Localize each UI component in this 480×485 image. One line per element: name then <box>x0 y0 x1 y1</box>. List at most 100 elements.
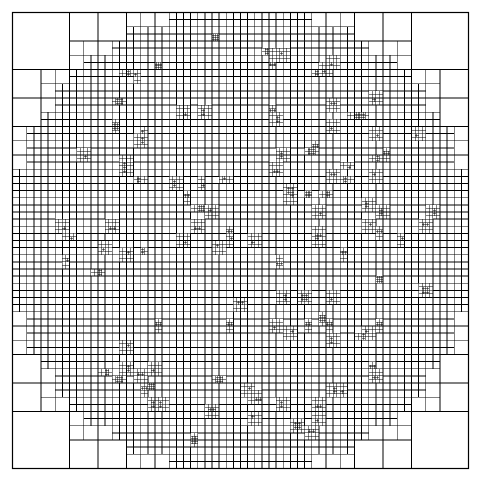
mesh-cell <box>226 91 233 98</box>
mesh-cell <box>233 112 240 119</box>
mesh-cell <box>169 148 176 155</box>
mesh-cell <box>312 70 316 74</box>
mesh-cell <box>276 13 283 20</box>
mesh-cell <box>70 91 77 98</box>
mesh-cell <box>109 230 113 234</box>
mesh-cell <box>144 137 148 141</box>
mesh-cell <box>355 55 362 62</box>
mesh-cell <box>62 169 69 176</box>
mesh-cell <box>127 198 134 205</box>
mesh-cell <box>70 127 77 134</box>
mesh-cell <box>134 226 141 233</box>
mesh-cell <box>290 55 297 62</box>
mesh-cell <box>205 70 212 77</box>
mesh-cell <box>112 48 119 55</box>
mesh-cell <box>191 155 198 162</box>
mesh-cell <box>59 226 63 230</box>
mesh-cell <box>319 55 326 62</box>
mesh-cell <box>355 13 384 42</box>
mesh-cell <box>141 226 148 233</box>
mesh-cell <box>48 134 55 141</box>
mesh-cell <box>34 155 41 162</box>
mesh-cell <box>404 91 411 98</box>
mesh-cell <box>98 233 105 240</box>
mesh-cell <box>77 212 84 219</box>
mesh-cell <box>351 112 355 116</box>
mesh-cell <box>66 223 70 227</box>
mesh-cell <box>48 191 55 198</box>
mesh-cell <box>155 226 162 233</box>
mesh-cell <box>226 176 230 180</box>
mesh-cell <box>226 105 233 112</box>
mesh-cell <box>287 48 291 52</box>
mesh-cell <box>116 219 120 223</box>
mesh-cell <box>112 162 119 169</box>
mesh-cell <box>66 237 70 241</box>
mesh-cell <box>62 237 66 241</box>
mesh-cell <box>280 48 284 52</box>
mesh-cell <box>123 155 127 159</box>
mesh-cell <box>34 198 41 205</box>
mesh-cell <box>184 70 191 77</box>
mesh-cell <box>201 223 205 227</box>
mesh-cell <box>148 41 155 48</box>
mesh-cell <box>212 112 219 119</box>
mesh-cell <box>176 98 183 105</box>
mesh-cell <box>155 162 162 169</box>
mesh-cell <box>262 84 269 91</box>
mesh-cell <box>119 226 126 233</box>
mesh-cell <box>397 77 404 84</box>
mesh-cell <box>169 55 176 62</box>
mesh-cell <box>105 119 112 126</box>
mesh-cell <box>77 162 84 169</box>
mesh-cell <box>169 198 176 205</box>
mesh-cell <box>34 205 41 212</box>
mesh-cell <box>184 205 191 212</box>
mesh-cell <box>91 233 98 240</box>
mesh-cell <box>155 134 162 141</box>
mesh-cell <box>119 77 126 84</box>
mesh-cell <box>219 180 223 184</box>
mesh-cell <box>184 141 191 148</box>
mesh-cell <box>305 48 312 55</box>
mesh-cell <box>305 98 312 105</box>
mesh-cell <box>84 176 91 183</box>
mesh-cell <box>330 55 334 59</box>
mesh-cell <box>287 52 291 56</box>
mesh-cell <box>27 169 34 176</box>
mesh-cell <box>141 55 148 62</box>
mesh-cell <box>91 55 98 62</box>
mesh-cell <box>191 223 195 227</box>
mesh-cell <box>326 105 330 109</box>
mesh-cell <box>219 205 226 212</box>
mesh-cell <box>55 112 62 119</box>
mesh-cell <box>127 105 134 112</box>
mesh-cell <box>48 233 55 240</box>
mesh-cell <box>330 105 334 109</box>
mesh-cell <box>205 176 212 183</box>
mesh-cell <box>141 27 148 34</box>
mesh-cell <box>127 127 134 134</box>
mesh-cell <box>322 66 326 70</box>
mesh-cell <box>330 123 334 127</box>
mesh-cell <box>241 105 248 112</box>
mesh-cell <box>34 233 41 240</box>
mesh-cell <box>333 77 340 84</box>
mesh-cell <box>162 141 169 148</box>
mesh-cell <box>248 91 255 98</box>
mesh-cell <box>255 55 262 62</box>
mesh-cell <box>191 176 198 183</box>
mesh-cell <box>169 127 176 134</box>
mesh-cell <box>262 70 269 77</box>
mesh-cell <box>312 112 319 119</box>
mesh-cell <box>155 48 162 55</box>
mesh-cell <box>84 233 91 240</box>
mesh-cell <box>34 127 41 134</box>
mesh-cell <box>41 169 48 176</box>
mesh-cell <box>305 70 312 77</box>
mesh-cell <box>91 98 98 105</box>
mesh-cell <box>269 55 273 59</box>
mesh-cell <box>369 77 376 84</box>
mesh-cell <box>48 141 55 148</box>
mesh-cell <box>112 148 119 155</box>
